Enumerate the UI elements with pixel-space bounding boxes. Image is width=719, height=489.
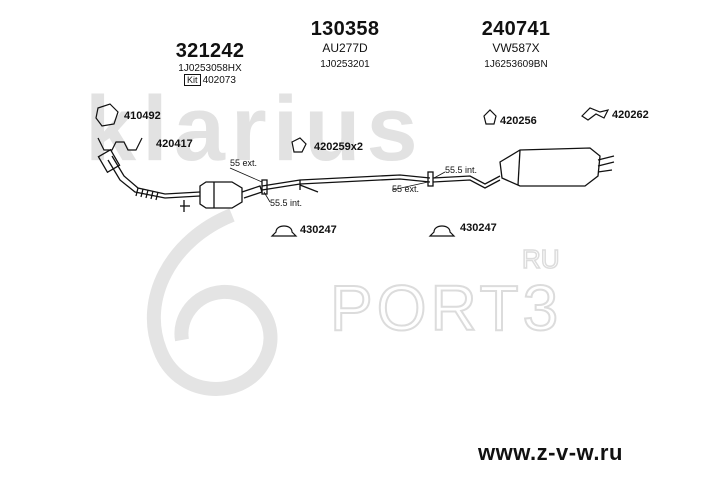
clamp-icon [428,225,456,237]
part-oem-number: 1J6253609BN [484,59,548,70]
watermark-ru: RU [522,244,560,274]
flex-section [135,187,159,201]
rear-clamp-icon [483,109,497,125]
mounting-rubber-icon [291,137,307,153]
dimension-label: 55 ext. [392,184,420,194]
part-number: 321242 [175,40,245,62]
watermark-six-shape [146,208,278,396]
part-number: 130358 [310,18,380,40]
part-label: 420256 [500,115,537,127]
part-label: 410492 [124,110,161,122]
hanger-bracket-icon [97,137,143,151]
part-reference: 1J0253058HX [178,63,242,74]
rear-hanger-icon [581,107,610,121]
joint-clamp-1 [261,179,268,195]
part-reference: VW587X [492,41,540,55]
kit-number: 402073 [202,75,236,86]
watermark-ports: PORT3 [330,272,562,344]
middle-pipe [261,174,431,187]
rear-silencer [499,147,601,187]
dimension-label: 55.5 int. [445,165,478,175]
part-label: 420417 [156,138,193,150]
front-pipe [107,159,201,199]
clamp-icon [270,225,298,237]
footer-url[interactable]: www.z-v-w.ru [478,440,623,465]
catalytic-converter [199,181,243,209]
watermark-brand: klarius [85,78,424,180]
tail-pipes [597,155,615,173]
dimension-label: 55 ext. [230,158,258,168]
front-flange [97,148,121,174]
part-reference: AU277D [322,41,368,55]
part-label: 420259x2 [314,141,363,153]
part-oem-number: 1J0253201 [320,59,370,70]
dimension-label: 55.5 int. [270,198,303,208]
header-part-3: 240741 VW587X 1J6253609BN [456,18,576,70]
joint-clamp-2 [427,171,434,187]
part-label: 430247 [300,224,337,236]
header-part-2: 130358 AU277D 1J0253201 [285,18,405,70]
kit-badge: Kit [184,74,201,86]
part-label: 430247 [460,222,497,234]
part-number: 240741 [481,18,551,40]
rear-pipe [432,175,501,185]
gasket-icon [95,103,119,127]
part-label: 420262 [612,109,649,121]
